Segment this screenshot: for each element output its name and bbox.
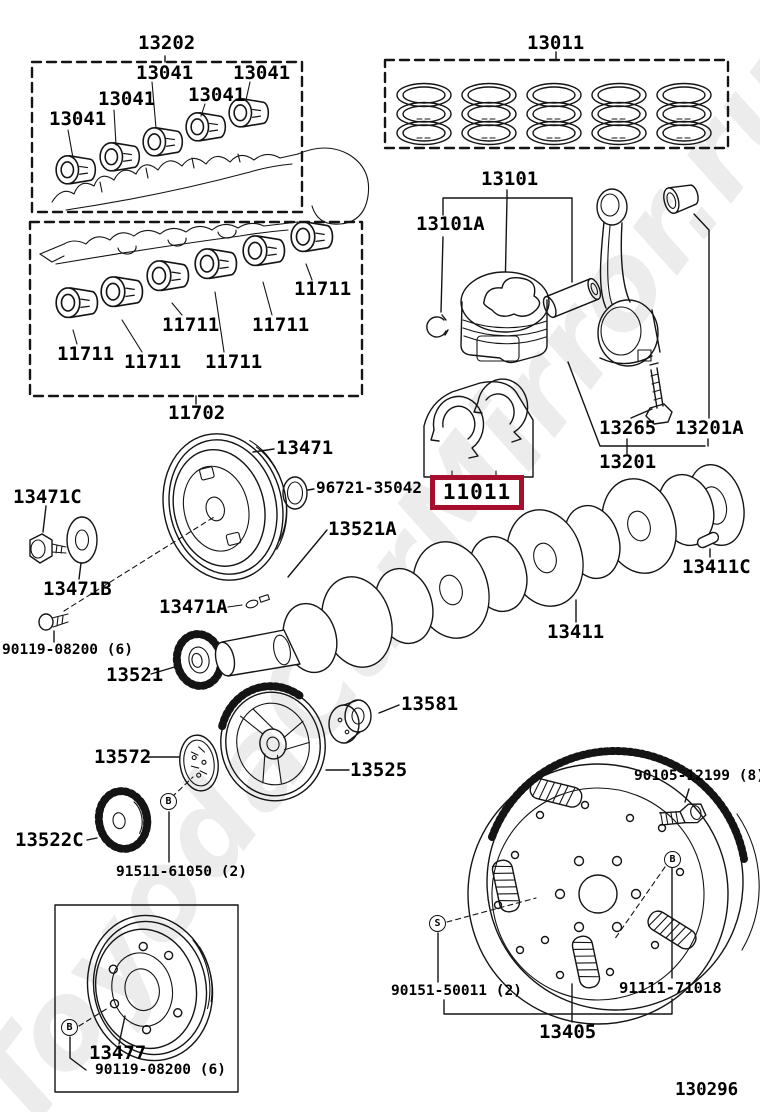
callout-11711[interactable]: 11711 <box>294 278 352 300</box>
callout-13201a[interactable]: 13201A <box>675 417 744 439</box>
callout-90105-12199[interactable]: 90105-12199 (8) <box>634 768 760 784</box>
callout-13411c[interactable]: 13411C <box>682 556 751 578</box>
upper-bearing-box-drawing <box>30 55 370 225</box>
callout-13471b[interactable]: 13471B <box>43 578 112 600</box>
flywheel-drawing <box>437 747 760 1025</box>
callout-13521a[interactable]: 13521A <box>328 518 397 540</box>
callout-13011[interactable]: 13011 <box>527 32 585 54</box>
callout-13522c[interactable]: 13522C <box>15 829 84 851</box>
marker-b-badge: B <box>61 1019 78 1036</box>
callout-11711[interactable]: 11711 <box>57 343 115 365</box>
callout-90151-50011[interactable]: 90151-50011 (2) <box>391 983 522 999</box>
callout-91511-61050[interactable]: 91511-61050 (2) <box>116 864 247 880</box>
callout-11711[interactable]: 11711 <box>162 314 220 336</box>
callout-13202[interactable]: 13202 <box>138 32 196 54</box>
callout-13265[interactable]: 13265 <box>599 417 657 439</box>
marker-b-badge: B <box>160 793 177 810</box>
connecting-rod-drawing <box>567 184 710 455</box>
callout-11711[interactable]: 11711 <box>205 351 263 373</box>
callout-13471[interactable]: 13471 <box>276 437 334 459</box>
damper-pulley-drawing <box>54 904 239 1093</box>
crankshaft-drawing <box>214 463 745 677</box>
callout-91111-71018[interactable]: 91111-71018 <box>619 979 722 997</box>
thrust-bearing-drawing <box>423 378 534 478</box>
callout-13041[interactable]: 13041 <box>136 62 194 84</box>
marker-b-badge: B <box>664 851 681 868</box>
marker-s-badge: S <box>429 915 446 932</box>
callout-90119-08200[interactable]: 90119-08200 (6) <box>2 642 133 658</box>
diagram-code: 130296 <box>675 1080 739 1100</box>
callout-13405[interactable]: 13405 <box>539 1021 597 1043</box>
timing-gear-drawing <box>86 682 400 863</box>
callout-13101a[interactable]: 13101A <box>416 213 485 235</box>
callout-13572[interactable]: 13572 <box>94 746 152 768</box>
callout-13041[interactable]: 13041 <box>233 62 291 84</box>
callout-13101[interactable]: 13101 <box>481 168 539 190</box>
callout-13521[interactable]: 13521 <box>106 664 164 686</box>
callout-11711[interactable]: 11711 <box>124 351 182 373</box>
piston-drawing <box>426 189 602 364</box>
front-end-drawing <box>29 433 328 690</box>
callout-13471a[interactable]: 13471A <box>159 596 228 618</box>
callout-11711[interactable]: 11711 <box>252 314 310 336</box>
callout-13411[interactable]: 13411 <box>547 621 605 643</box>
callout-13471c[interactable]: 13471C <box>13 486 82 508</box>
callout-96721-35042[interactable]: 96721-35042 <box>316 478 422 497</box>
piston-rings-box-drawing <box>383 51 730 150</box>
callout-90119-08200-damper[interactable]: 90119-08200 (6) <box>95 1062 226 1078</box>
callout-11702[interactable]: 11702 <box>168 402 226 424</box>
callout-13041[interactable]: 13041 <box>98 88 156 110</box>
lower-bearing-box-drawing <box>28 220 364 405</box>
callout-13477[interactable]: 13477 <box>89 1042 147 1064</box>
callout-13041[interactable]: 13041 <box>49 108 107 130</box>
callout-11011-highlighted[interactable]: 11011 <box>430 475 524 510</box>
callout-13525[interactable]: 13525 <box>350 759 408 781</box>
callout-13201[interactable]: 13201 <box>599 451 657 473</box>
callout-13581[interactable]: 13581 <box>401 693 459 715</box>
callout-13041[interactable]: 13041 <box>188 84 246 106</box>
